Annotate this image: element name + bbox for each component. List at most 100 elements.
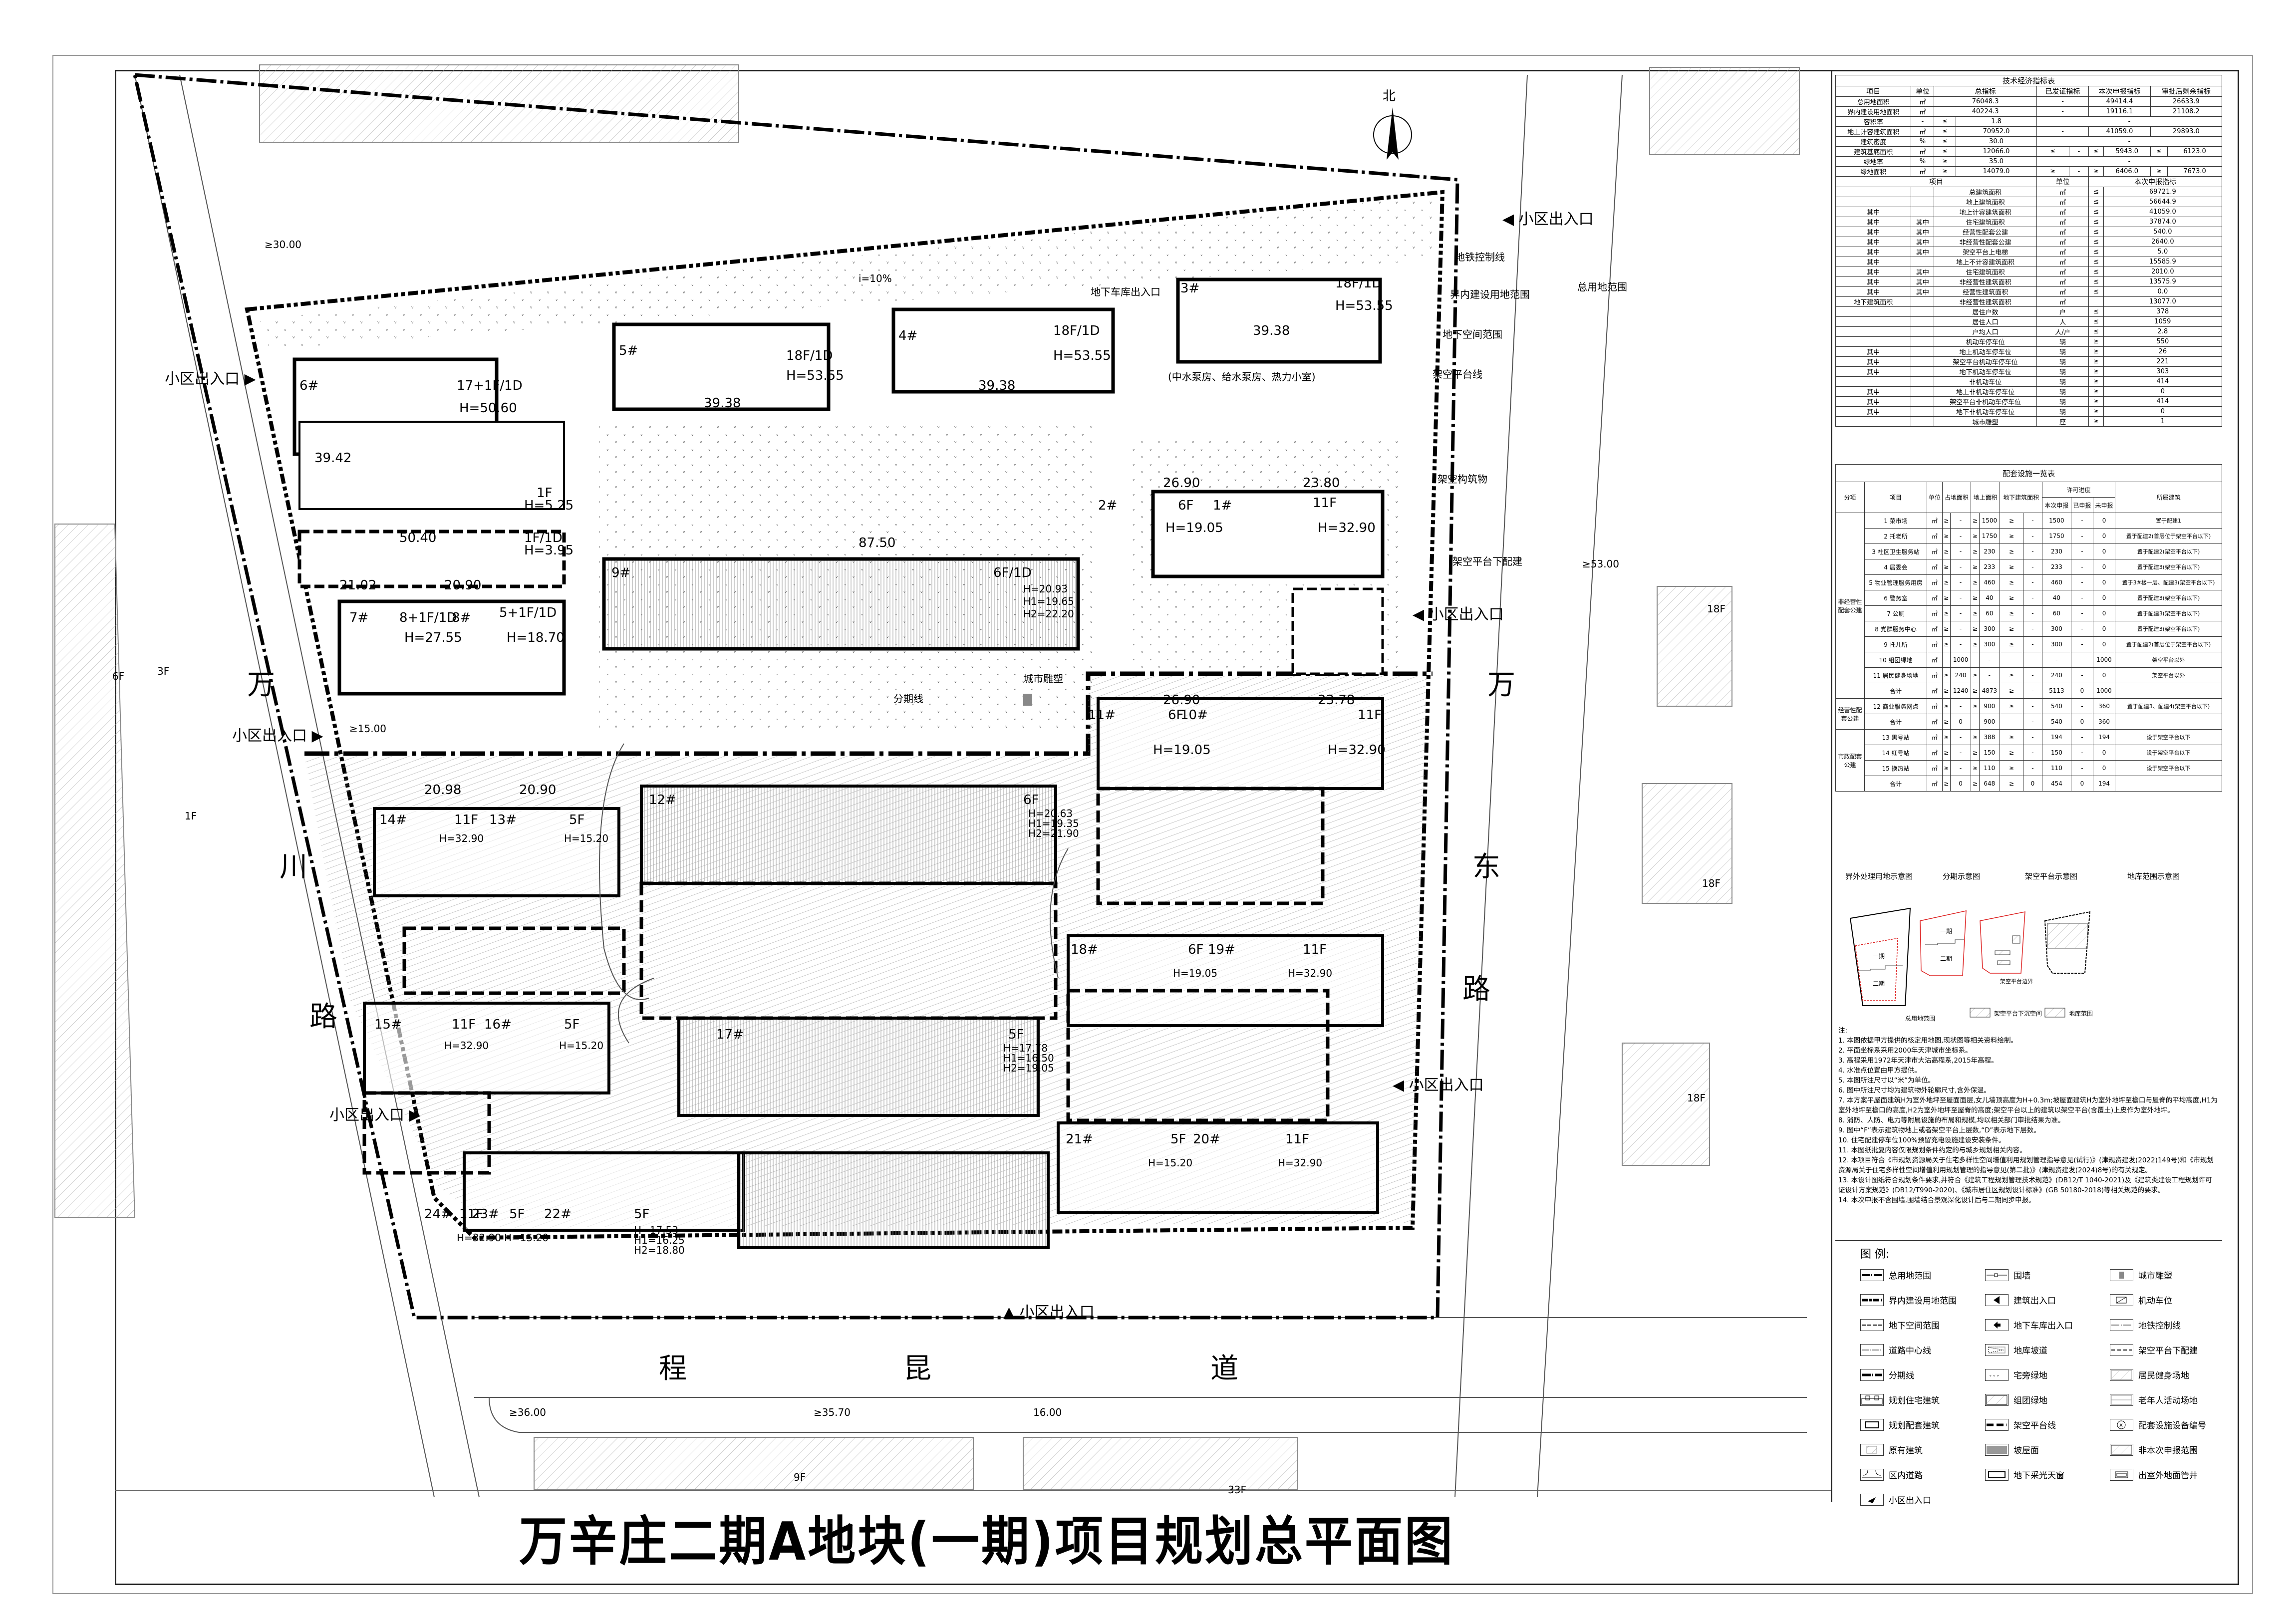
cell-rem: 7673.0 [2167,166,2222,177]
cell-unit: - [1911,116,1935,127]
bldg-4-height: H=53.55 [1053,348,1111,363]
bldg-1-length: 23.80 [1303,476,1340,491]
cell-subgroup: 其中 [1911,286,1935,297]
entrance-south[interactable]: ▲ 小区出入口 [1003,1304,1095,1321]
entrance-east-lower[interactable]: ◀ 小区出入口 [1393,1077,1484,1094]
facility-above: 460 [1979,574,2001,590]
cell-subgroup: 其中 [1911,237,1935,247]
facility-unit: ㎡ [1927,776,1943,792]
facility-cur: 40 [2042,590,2071,606]
entrance-north-east[interactable]: ◀ 小区出入口 [1502,211,1594,228]
legend-label: 组团绿地 [2013,1396,2047,1406]
facility-land_op: ≥ [1942,621,1951,637]
note-item: 7. 本方案平屋面建筑H为室外地坪至屋面面层,女儿墙顶高度为H+0.3m;坡屋面… [1838,1096,2218,1114]
annex-1-height: H=5.25 [524,498,574,513]
building-12 [640,785,1057,885]
bldg-20-floors: 11F [1285,1132,1310,1147]
fth-building: 所属建筑 [2115,482,2222,513]
cell-op: ≤ [1934,126,1957,137]
facility-under_op: ≥ [2000,760,2023,776]
facility-land: - [1950,543,1972,559]
facility-bldg: 设于架空平台以下 [2115,760,2222,776]
facility-above_op [1971,714,1980,730]
note-item: 4. 水准点位置由甲方提供。 [1838,1067,1921,1075]
facility-under_op: ≥ [2000,729,2023,745]
facility-under: - [2022,698,2043,714]
note-item: 5. 本图所注尺寸以“米”为单位。 [1838,1077,1935,1084]
cell-unit: 辆 [2036,386,2089,397]
entrance-west-lower[interactable]: 小区出入口 ▶ [329,1106,421,1124]
facility-todo: 0 [2092,667,2116,683]
cell-op: ≤ [2088,326,2104,337]
facility-cur: 1750 [2042,528,2071,544]
bldg-19-floors: 11F [1303,942,1327,957]
cell-rem_op: ≥ [2150,166,2168,177]
facility-item: 8 党群服务中心 [1864,621,1928,637]
wall-icon [1985,1269,2009,1281]
cell-unit: ㎡ [2036,286,2089,297]
cell-unit: ㎡ [1911,96,1935,107]
facility-item: 合计 [1864,714,1928,730]
bldg-17-id: 17# [716,1027,744,1042]
facility-bldg: 架空平台以外 [2115,652,2222,668]
entrance-west-upper[interactable]: 小区出入口 ▶ [165,370,256,388]
facility-above_op: ≥ [1971,605,1980,621]
bldg-24-height: H=32.90 [457,1232,502,1244]
cell-subgroup [1911,396,1935,407]
facility-under_op: ≥ [2000,636,2023,652]
cell-item: 地下机动车停车位 [1934,366,2037,377]
facility-bldg [2115,714,2222,730]
facility-todo: 360 [2092,714,2116,730]
legend-label: 宅旁绿地 [2013,1371,2047,1381]
facility-under: - [2022,574,2043,590]
facility-unit: ㎡ [1927,543,1943,559]
cell-op: ≥ [2088,366,2104,377]
cell-op: ≤ [2088,247,2104,257]
bldg-12-id: 12# [649,793,676,808]
facility-unit: ㎡ [1927,667,1943,683]
cell-value: 13575.9 [2103,276,2223,287]
facility-land: - [1950,636,1972,652]
entry-arrow-icon [1860,1493,1884,1506]
facility-done [2070,652,2093,668]
bldg-23-id: 23# [472,1207,499,1222]
facility-bldg: 置于配建2(架空平台以下) [2115,543,2222,559]
entrance-east-upper[interactable]: ◀ 小区出入口 [1413,606,1504,623]
facility-under: - [2022,745,2043,761]
facility-todo: 1000 [2092,683,2116,699]
title-divider [115,1490,1831,1491]
tech-sub-row: 其中架空平台机动车停车位辆≥221 [1835,356,2223,367]
existing-6F: 6F [112,670,125,682]
facility-bldg: 设于架空平台以下 [2115,745,2222,761]
facility-above_op: ≥ [1971,698,1980,714]
bldg-4-id: 4# [898,328,918,343]
legend-item: 非本次申报范围 [2110,1443,2198,1456]
tech-row: 建筑密度%≤30.0- [1835,136,2223,147]
facility-land_op: ≥ [1942,574,1951,590]
fth-current: 本次申报 [2042,497,2071,513]
facility-cur: 540 [2042,698,2071,714]
legend-item: 地下车库出入口 [1985,1319,2073,1331]
bldg-15-height: H=32.90 [444,1040,489,1052]
legend-heading: 图 例: [1860,1248,1890,1261]
facility-unit: ㎡ [1927,605,1943,621]
facility-cur: 454 [2042,776,2071,792]
facility-item: 合计 [1864,683,1928,699]
facility-above_op: ≥ [1971,574,1980,590]
tech-sub-row: 户均人口人/户≤2.8 [1835,326,2223,337]
facility-item: 9 托儿所 [1864,636,1928,652]
cell-item: 地上建筑面积 [1934,197,2037,207]
cell-issued: - [2036,96,2089,107]
legend-item: 分期线 [1860,1368,1914,1381]
existing-18F-1: 18F [1707,603,1725,615]
bldg-5-length: 39.38 [704,396,741,411]
bldg-20-height: H=32.90 [1278,1157,1323,1169]
entrance-west-middle[interactable]: 小区出入口 ▶ [232,727,323,745]
legend-item: 机动车位 [2110,1294,2172,1306]
